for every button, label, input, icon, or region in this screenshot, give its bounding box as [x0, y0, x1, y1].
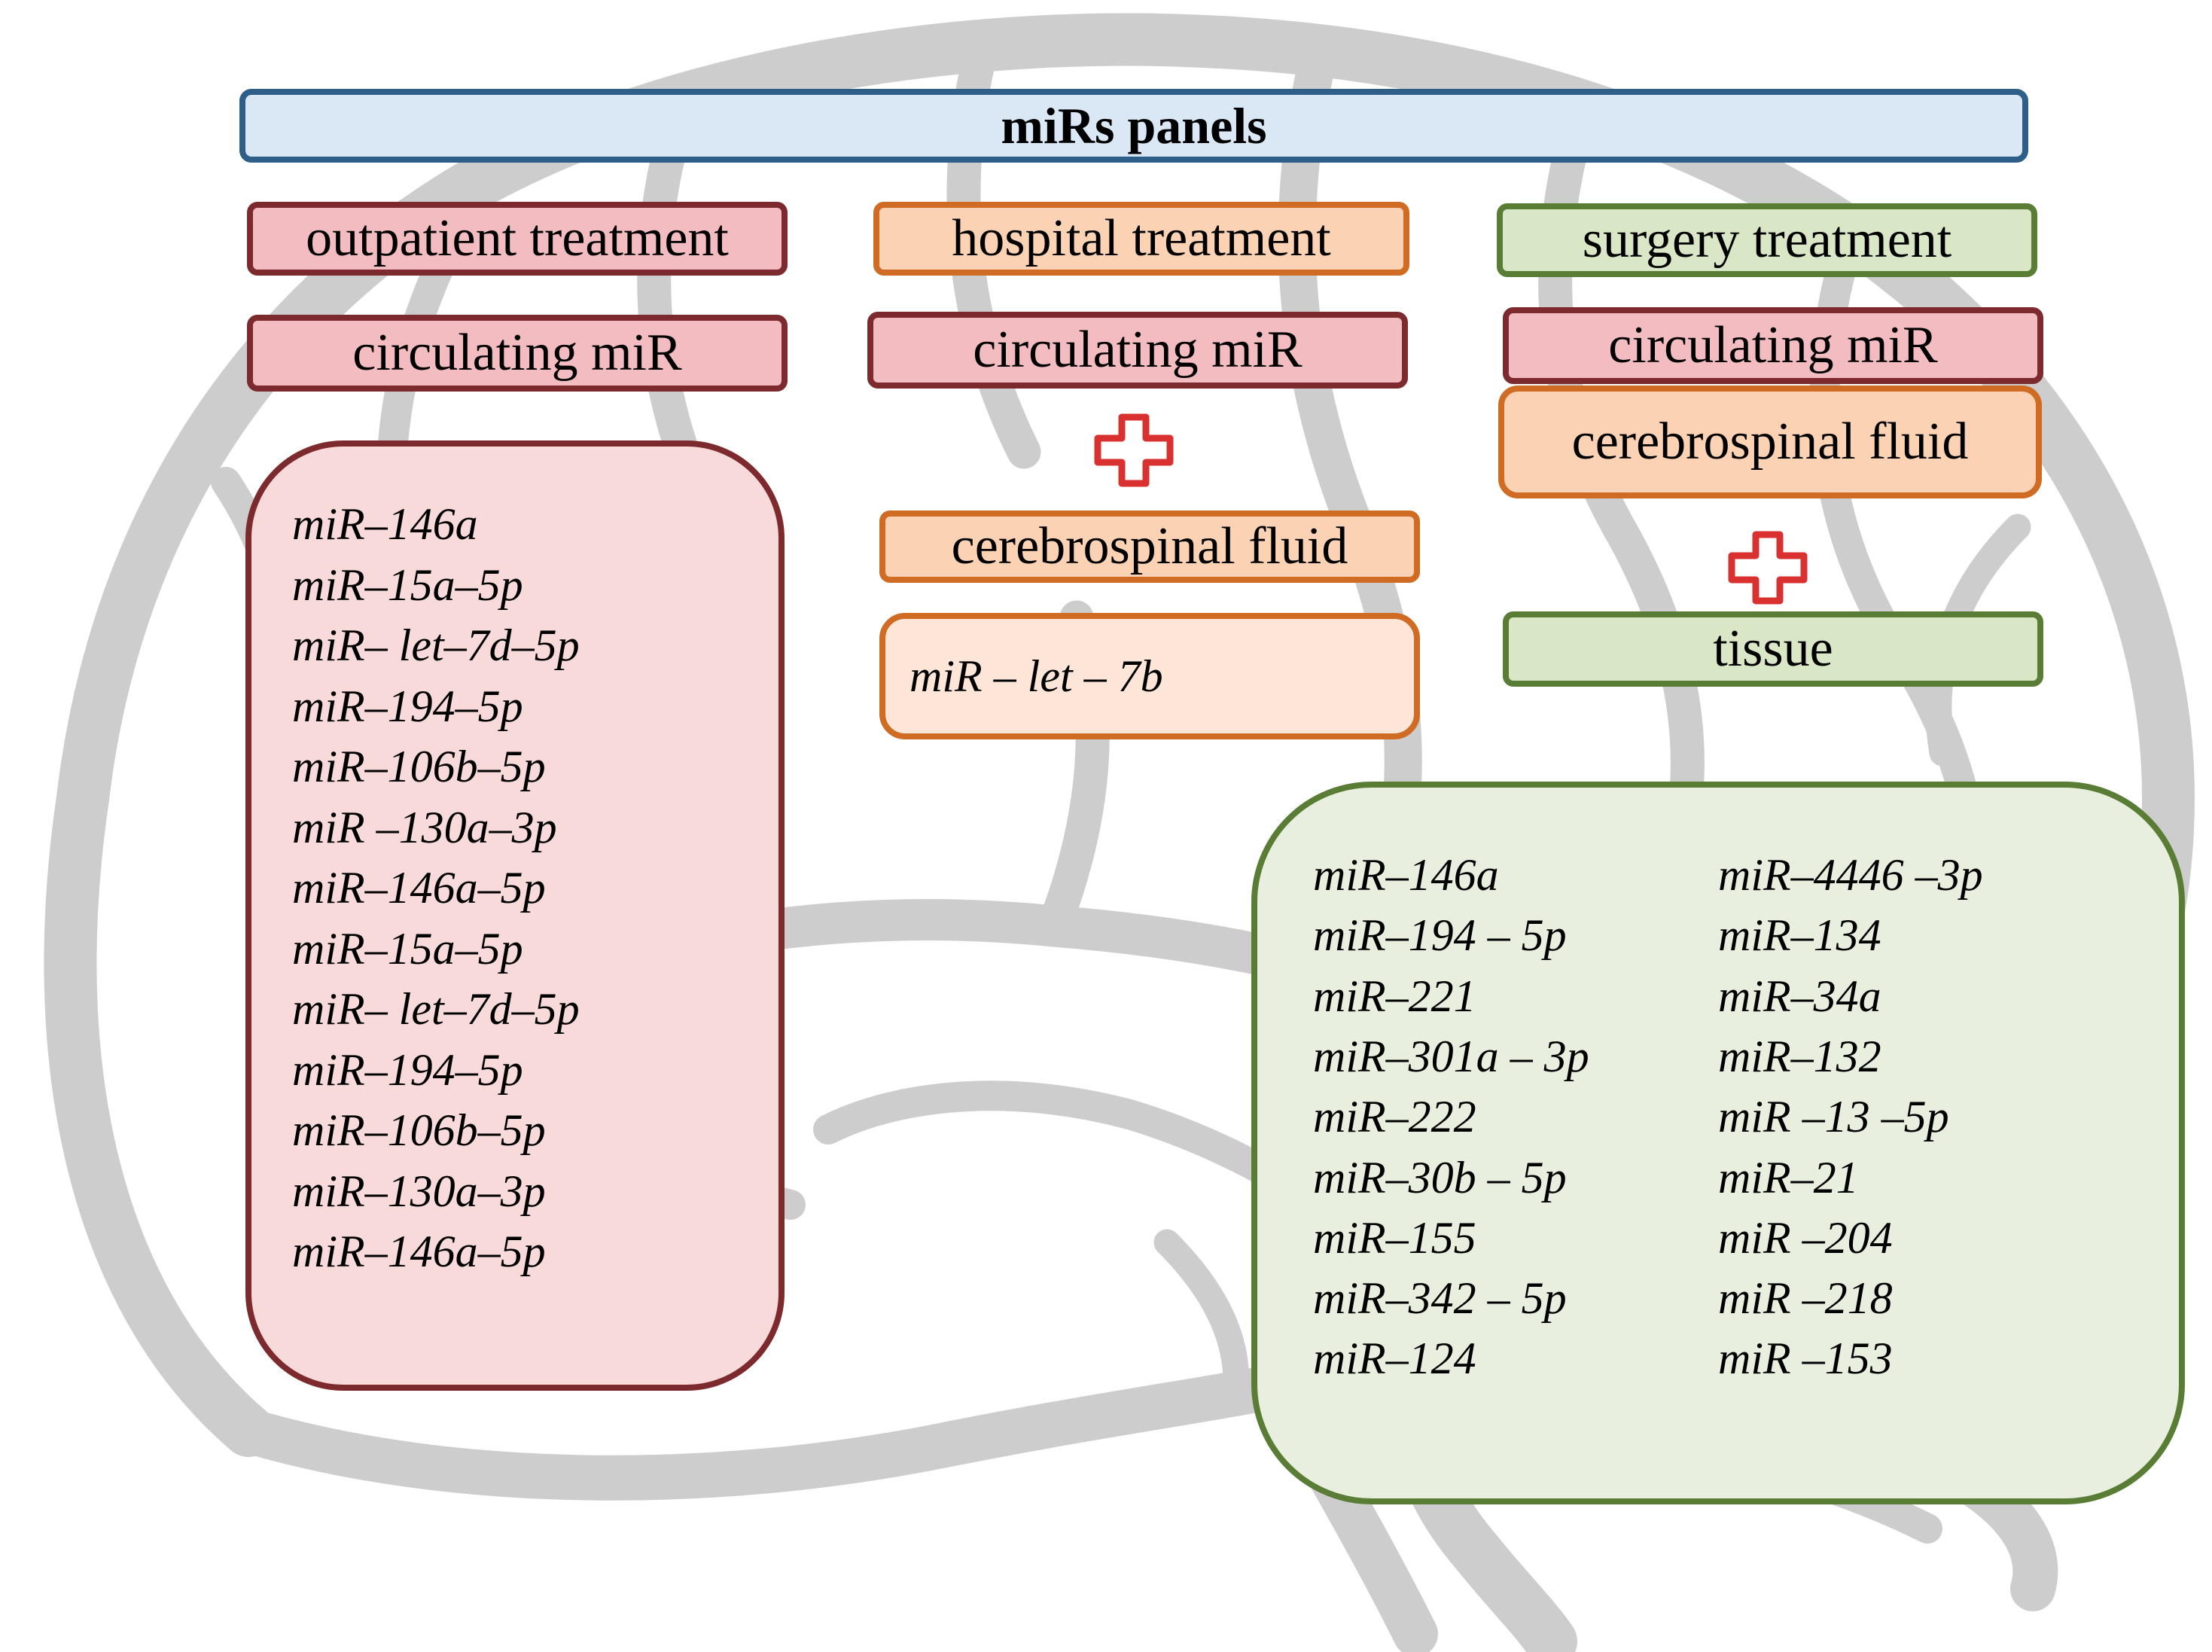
surgery-circulating-mir-label: circulating miR: [1608, 316, 1938, 374]
hospital-treatment-header: hospital treatment: [873, 202, 1409, 276]
mir-list-item: miR – let – 7b: [909, 651, 1163, 701]
mir-list-item: miR–30b – 5p: [1313, 1152, 1567, 1202]
mir-list-item: miR–124: [1313, 1333, 1476, 1384]
mir-list-item: miR–106b–5p: [292, 742, 546, 791]
outpatient-treatment-label: outpatient treatment: [306, 209, 729, 267]
hospital-circulating-mir-label: circulating miR: [973, 321, 1303, 379]
mir-list-item: miR–301a – 3p: [1313, 1031, 1589, 1081]
surgery-treatment-header: surgery treatment: [1497, 203, 2037, 277]
mir-list-item: miR–194–5p: [292, 681, 523, 731]
mir-list-item: miR–134: [1718, 910, 1881, 961]
mir-list-item: miR–132: [1718, 1031, 1881, 1081]
surgery-circulating-mir-box: circulating miR: [1503, 307, 2043, 384]
hospital-cerebrospinal-fluid-label: cerebrospinal fluid: [951, 517, 1348, 575]
hospital-cerebrospinal-fluid-box: cerebrospinal fluid: [879, 511, 1420, 583]
mir-list-item: miR–146a: [292, 499, 478, 549]
mir-list-item: miR –218: [1718, 1273, 1893, 1324]
outpatient-circulating-mir-box: circulating miR: [247, 315, 788, 392]
surgery-cerebrospinal-fluid-label: cerebrospinal fluid: [1571, 413, 1969, 471]
mir-list-item: miR–194 – 5p: [1313, 910, 1567, 961]
surgery-treatment-label: surgery treatment: [1582, 211, 1952, 269]
mir-list-item: miR– let–7d–5p: [292, 984, 580, 1034]
mir-list-item: miR–194–5p: [292, 1044, 523, 1095]
hospital-mir-list-panel: [879, 613, 1420, 739]
mir-list-item: miR–15a–5p: [292, 923, 523, 974]
mir-list-item: miR–155: [1313, 1212, 1476, 1263]
surgery-tissue-box: tissue: [1503, 611, 2043, 687]
diagram-title: miRs panels: [1001, 97, 1267, 154]
mir-list-item: miR–342 – 5p: [1313, 1273, 1567, 1324]
mir-list-item: miR–21: [1718, 1152, 1859, 1202]
surgery-cerebrospinal-fluid-box: cerebrospinal fluid: [1498, 386, 2042, 498]
mir-list-item: miR–221: [1313, 971, 1476, 1021]
plus-icon: [1094, 413, 1174, 487]
surgery-tissue-label: tissue: [1713, 620, 1833, 678]
mir-list-item: miR –204: [1718, 1212, 1893, 1263]
plus-icon: [1728, 531, 1808, 605]
mir-list-item: miR–4446 –3p: [1718, 850, 1983, 900]
outpatient-mir-list-panel: [245, 440, 785, 1391]
surgery-mir-list-panel: [1251, 782, 2185, 1504]
mir-list-item: miR–106b–5p: [292, 1105, 546, 1155]
outpatient-circulating-mir-label: circulating miR: [352, 324, 682, 382]
outpatient-treatment-header: outpatient treatment: [247, 202, 788, 276]
mir-list-item: miR–15a–5p: [292, 559, 523, 610]
hospital-treatment-label: hospital treatment: [952, 209, 1331, 267]
mir-list-item: miR–34a: [1718, 971, 1881, 1021]
title-banner: miRs panels: [239, 89, 2028, 163]
mir-list-item: miR–146a–5p: [292, 863, 546, 913]
mir-list-item: miR –130a–3p: [292, 802, 557, 852]
mir-list-item: miR –13 –5p: [1718, 1092, 1949, 1142]
mir-list-item: miR–146a–5p: [292, 1227, 546, 1276]
mir-list-item: miR–222: [1313, 1092, 1476, 1142]
mir-list-item: miR–146a: [1313, 850, 1499, 900]
mir-list-item: miR– let–7d–5p: [292, 620, 580, 670]
mir-list-item: miR –153: [1718, 1333, 1893, 1384]
hospital-circulating-mir-box: circulating miR: [867, 312, 1408, 389]
mir-list-item: miR–130a–3p: [292, 1166, 546, 1216]
